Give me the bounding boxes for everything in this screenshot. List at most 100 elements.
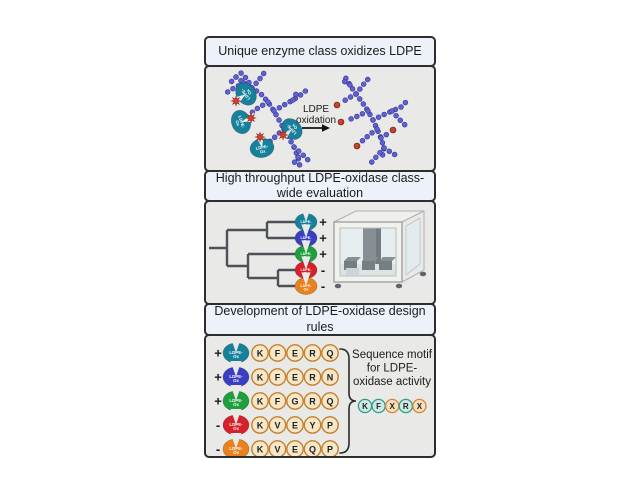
- graphical-abstract-figure: Unique enzyme class oxidizes LDPE LDPE-O…: [204, 36, 436, 458]
- polymer-bead-chain: [359, 127, 379, 144]
- polymer-bead-chain: [389, 108, 408, 128]
- sequence-letter: F: [275, 372, 281, 382]
- sequence-letter: K: [257, 372, 264, 382]
- activity-sign: -: [216, 418, 220, 433]
- enzyme-label: LDPE-: [300, 236, 312, 240]
- polymer-bead-chain: [292, 145, 311, 163]
- panel3-title-line1: Development of LDPE-oxidase design: [214, 304, 426, 318]
- sequence-letter-circle: [321, 344, 339, 362]
- sequence-letter: V: [274, 444, 280, 454]
- sequence-letter-circle: [321, 368, 339, 386]
- enzyme-icon: LDPE-Ox: [294, 272, 318, 295]
- sequence-letter-circle: [303, 416, 322, 434]
- sequence-letter-circle: [268, 416, 287, 434]
- activity-sign: +: [214, 370, 222, 385]
- enzyme-notch: [301, 240, 311, 254]
- panel3-title-box: Development of LDPE-oxidase design rules: [204, 303, 436, 336]
- arrow-label: oxidation: [296, 115, 336, 126]
- motif-letter: K: [362, 402, 368, 411]
- enzyme-label: Ox: [233, 402, 239, 407]
- sequence-letter-circle: [286, 440, 304, 456]
- sequence-letter: K: [257, 396, 264, 406]
- enzyme-notch: [230, 337, 242, 353]
- activity-sign: +: [214, 346, 222, 361]
- sequence-letter-circle: [321, 440, 339, 456]
- enzyme-icon: LDPE-Ox: [222, 337, 250, 364]
- polymer-bead-chain: [340, 78, 352, 87]
- panel2-title-line2: wide evaluation: [276, 186, 364, 200]
- sequence-letter: P: [327, 444, 333, 454]
- enzyme-notch: [230, 385, 242, 401]
- polymer-bead-chain: [354, 76, 371, 96]
- polymer-bead-chain: [399, 98, 410, 109]
- enzyme-label: Ox: [245, 88, 253, 96]
- polymer-bead-chain: [224, 81, 246, 95]
- enzyme-label: LDPE-: [229, 398, 243, 403]
- sequence-letter-circle: [251, 344, 269, 362]
- sequence-letter-circle: [303, 344, 322, 362]
- sequence-letter: Q: [309, 444, 316, 454]
- enzyme-label: LDPE-: [300, 284, 312, 288]
- robot-gantry-shadow: [376, 228, 381, 264]
- microplate: [362, 261, 375, 270]
- oxidized-bead: [333, 101, 341, 109]
- sequence-letter: F: [275, 396, 281, 406]
- active-site-star-icon: [254, 131, 266, 143]
- enzyme-label: LDPE-: [300, 268, 312, 272]
- sequence-letter-circle: [251, 440, 269, 456]
- sequence-letter-circle: [286, 392, 304, 410]
- enzyme-icon: LDPE-Ox: [222, 433, 250, 456]
- active-site-star-icon: [245, 112, 257, 124]
- polymer-bead-chain: [371, 105, 403, 122]
- activity-sign: +: [319, 215, 327, 230]
- motif-letter-circle: [412, 398, 427, 414]
- active-site-star-icon: [230, 95, 242, 107]
- microplate-top: [344, 257, 361, 261]
- sequence-letter: E: [292, 444, 298, 454]
- sequence-letter: F: [275, 348, 281, 358]
- microplate: [379, 261, 392, 270]
- panel1-title: Unique enzyme class oxidizes LDPE: [218, 43, 422, 58]
- enzyme-label: LDPE-: [300, 252, 312, 256]
- polymer-bead-chain: [381, 145, 402, 160]
- enzyme-label: LDPE-: [229, 350, 243, 355]
- oxidized-bead: [337, 118, 345, 126]
- enzyme-notch: [301, 208, 311, 222]
- panel1-title-box: Unique enzyme class oxidizes LDPE: [204, 36, 436, 67]
- sequence-letter: R: [309, 372, 316, 382]
- polymer-bead-chain: [390, 109, 407, 127]
- enzyme-notch: [230, 433, 242, 449]
- polymer-bead-chain: [248, 100, 270, 116]
- robot-foot: [419, 271, 427, 277]
- reaction-arrow-head: [322, 124, 330, 132]
- sequence-letter: K: [257, 348, 264, 358]
- sequence-letter: Y: [309, 420, 315, 430]
- enzyme-label: Ox: [233, 378, 239, 383]
- sequence-letter-circle: [251, 368, 269, 386]
- enzyme-label: LDPE-: [255, 144, 269, 151]
- enzyme-label: LDPE-: [237, 115, 246, 129]
- enzyme-label: LDPE-: [229, 422, 243, 427]
- activity-sign: +: [214, 394, 222, 409]
- enzyme-label: Ox: [304, 288, 310, 292]
- robot-right-glass: [405, 217, 421, 276]
- sequence-letter: Q: [326, 396, 333, 406]
- motif-letter: X: [417, 402, 423, 411]
- sequence-letter-circle: [268, 440, 287, 456]
- motif-letter: F: [376, 402, 381, 411]
- polymer-bead-chain: [338, 91, 359, 106]
- sequence-letter: V: [274, 420, 280, 430]
- activity-sign: +: [319, 247, 327, 262]
- sequence-letter-circle: [321, 416, 339, 434]
- enzyme-icon: LDPE-Ox: [222, 409, 250, 436]
- sequence-letter-circle: [303, 368, 322, 386]
- phylo-tree-and-robot-illustration: LDPE-Ox+LDPE-Ox+LDPE-Ox+LDPE-Ox-LDPE-Ox-: [209, 208, 427, 295]
- active-site-star-icon: [277, 129, 289, 141]
- microplate: [344, 261, 357, 270]
- ldpe-oxidation-illustration: LDPE-OxLDPE-OxLDPE-OxLDPE-OxLDPEoxidatio…: [223, 70, 411, 170]
- motif-letter: X: [390, 402, 396, 411]
- enzyme-notch: [230, 409, 242, 425]
- enzyme-notch: [301, 256, 311, 270]
